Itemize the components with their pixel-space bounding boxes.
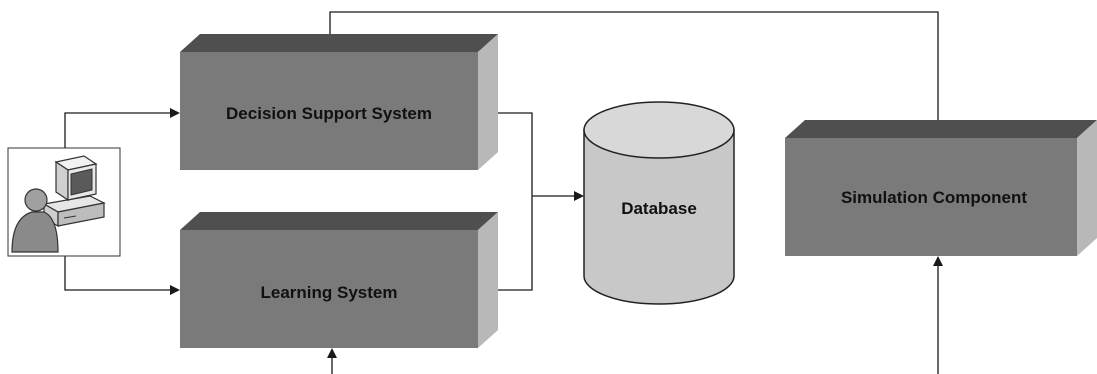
- learning-box-top: [180, 212, 498, 230]
- computer-user-icon: [7, 147, 121, 257]
- decision-support-box-side: [478, 34, 498, 170]
- connector-user-to-learning-system: [64, 256, 180, 295]
- simulation-box-side: [1077, 120, 1097, 256]
- database-cylinder: Database: [583, 101, 735, 305]
- decision-support-box-front: [180, 52, 478, 170]
- connector-user-to-decision-support: [64, 108, 180, 148]
- decision-support-system-box: Decision Support System: [180, 34, 498, 170]
- learning-box-side: [478, 212, 498, 348]
- database-label: Database: [621, 199, 697, 218]
- simulation-box-top: [785, 120, 1097, 138]
- database-cylinder-body: [583, 129, 735, 305]
- simulation-component-box: Simulation Component: [785, 120, 1097, 256]
- decision-support-system-label: Decision Support System: [226, 104, 432, 123]
- learning-system-box: Learning System: [180, 212, 498, 348]
- simulation-box-front: [785, 138, 1077, 256]
- user-head: [24, 188, 48, 212]
- user-body: [11, 211, 59, 253]
- connector-input-to-simulation: [933, 256, 943, 374]
- simulation-component-label: Simulation Component: [841, 188, 1027, 207]
- learning-box-front: [180, 230, 478, 348]
- connector-input-to-learning-system: [327, 348, 337, 374]
- database-cylinder-top: [583, 101, 735, 159]
- learning-system-label: Learning System: [261, 283, 398, 302]
- decision-support-box-top: [180, 34, 498, 52]
